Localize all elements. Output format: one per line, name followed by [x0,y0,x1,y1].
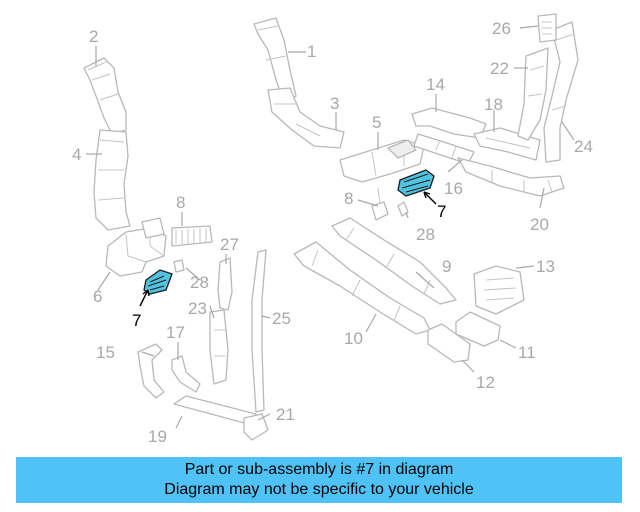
callout-21: 21 [276,405,295,424]
callout-12: 12 [476,373,495,392]
part-7-highlighted-left [143,269,173,295]
part-8-vent [171,225,213,247]
part-8-mount [371,187,389,221]
part-2-duct [83,57,127,135]
callout-15: 15 [96,343,115,362]
part-6-housing [105,217,167,277]
callout-8-left: 8 [176,193,185,212]
callout-7-left: 7 [132,311,141,330]
callout-5: 5 [372,113,381,132]
callout-6: 6 [93,287,102,306]
part-21-connector [243,413,269,441]
callout-3: 3 [330,94,339,113]
callout-2: 2 [89,27,98,46]
callout-8-right: 8 [344,189,353,208]
callout-19: 19 [148,427,167,446]
part-17-duct [171,355,201,393]
info-banner: Part or sub-assembly is #7 in diagram Di… [16,457,622,503]
callout-24: 24 [574,137,593,156]
callout-17: 17 [166,323,185,342]
part-26-vent [537,13,557,43]
part-19-duct [173,395,257,425]
callout-22: 22 [490,59,509,78]
part-24-duct [543,21,579,163]
callout-16: 16 [444,179,463,198]
callout-labels: 1 2 3 4 5 6 7 7 8 8 9 10 11 12 13 14 15 … [72,19,593,446]
part-7-arrows [139,191,437,307]
callout-18: 18 [484,95,503,114]
callout-11: 11 [518,343,536,362]
callout-9: 9 [442,257,451,276]
part-9-duct [331,217,457,305]
leader-lines [86,25,575,429]
part-28-clip [397,201,409,217]
part-23-duct [209,309,229,385]
callout-13: 13 [536,257,555,276]
part-12-vent [427,323,471,363]
callout-23: 23 [188,299,207,318]
part-13-vent [473,265,525,315]
callout-14: 14 [426,75,445,94]
callout-1: 1 [307,42,316,61]
part-27-bracket [217,257,233,311]
part-28-clip [173,259,185,273]
callout-7-right: 7 [437,202,446,221]
part-25-pipe [251,249,267,413]
banner-line-part-number: Part or sub-assembly is #7 in diagram [184,461,454,478]
part-4-duct [93,129,131,231]
part-3-duct [267,87,345,149]
callout-10: 10 [344,329,363,348]
part-5-housing [339,139,425,183]
part-22-duct [517,47,549,141]
banner-line-disclaimer: Diagram may not be specific to your vehi… [164,481,474,498]
part-20-duct [457,157,565,197]
callout-4: 4 [72,145,81,164]
callout-25: 25 [272,309,291,328]
callout-28-left: 28 [190,273,209,292]
callout-28-right: 28 [416,225,435,244]
callout-20: 20 [530,215,549,234]
parts-diagram: 1 2 3 4 5 6 7 7 8 8 9 10 11 12 13 14 15 … [72,13,593,446]
part-15-duct [137,343,165,399]
callout-26: 26 [492,19,511,38]
part-7-highlighted-right [397,169,435,197]
callout-27: 27 [220,235,239,254]
